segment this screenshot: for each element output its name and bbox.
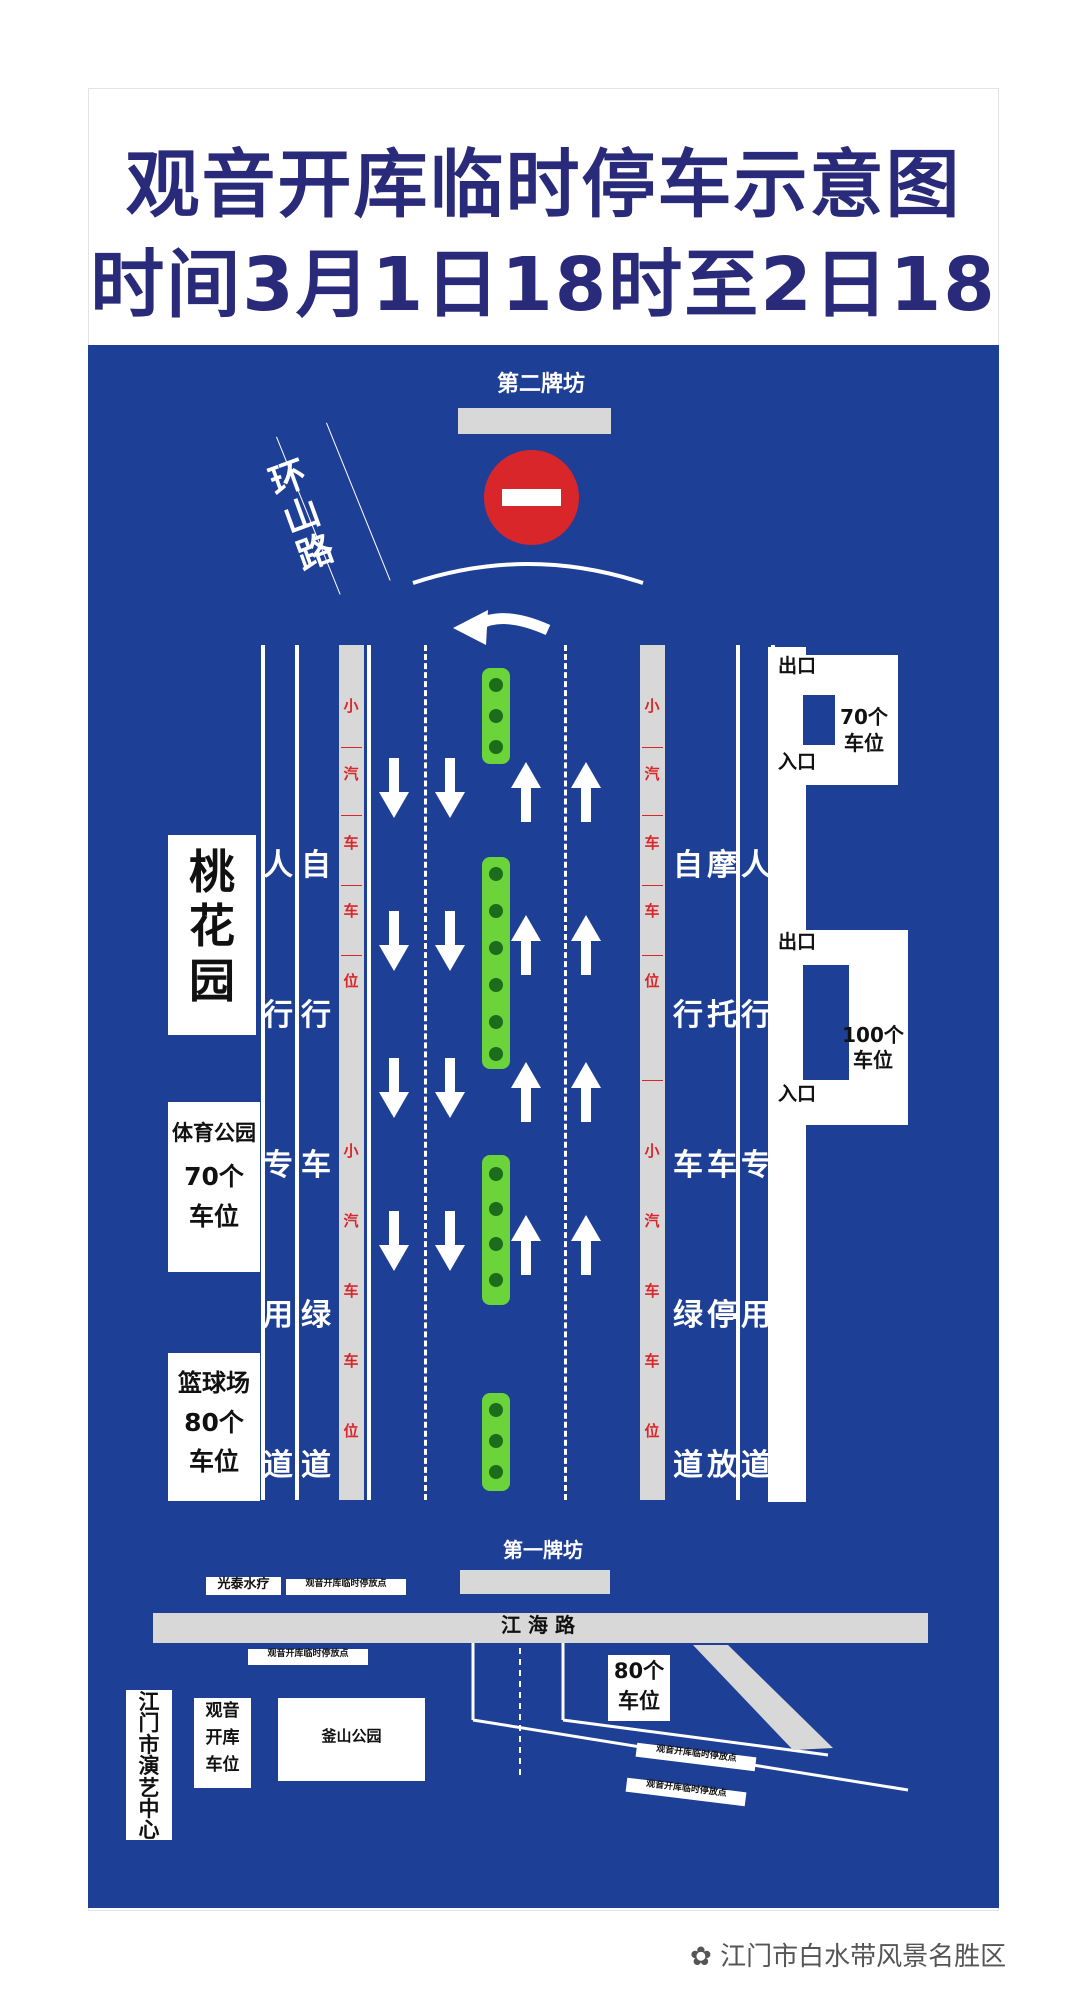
lot-80-unit: 车位 bbox=[618, 1689, 660, 1713]
no-entry-icon bbox=[484, 450, 579, 545]
arts-center-box bbox=[126, 1690, 172, 1840]
jianghai-road-label: 江 海 路 bbox=[501, 1613, 575, 1637]
traffic-island bbox=[482, 1393, 510, 1491]
lot-100-count: 100个 bbox=[842, 1023, 904, 1047]
turn-left-arrow-icon bbox=[412, 562, 644, 645]
gate2-bar bbox=[458, 408, 611, 434]
guanyin-parking-box: 观音 开库 车位 bbox=[194, 1698, 251, 1788]
guangtai-box bbox=[206, 1577, 281, 1595]
dashed-lane-line bbox=[424, 645, 427, 1500]
fushan-park-label: 釜山公园 bbox=[321, 1727, 382, 1745]
lot-70-entry: 入口 bbox=[777, 751, 816, 773]
lot-100-exit: 出口 bbox=[777, 931, 816, 953]
parking-map: 第二牌坊 环山路 小 汽 车 车 位 小 汽 车 车 位 小 汽 车 bbox=[88, 345, 999, 1908]
lot-80-count: 80个 bbox=[613, 1659, 665, 1683]
traffic-island bbox=[482, 1155, 510, 1305]
poster-title: 观音开库临时停车示意图 bbox=[125, 142, 962, 228]
lane-line bbox=[261, 645, 265, 1500]
gate1-bar bbox=[460, 1570, 610, 1594]
lot-100-unit: 车位 bbox=[853, 1048, 893, 1072]
temp-stop-label-top: 观音开库临时停放点 bbox=[305, 1579, 387, 1589]
jianghai-road bbox=[153, 1613, 928, 1643]
temp-stop-box-mid bbox=[248, 1649, 368, 1665]
arts-center-label: 江门市演艺中心 bbox=[138, 1690, 160, 1843]
fushan-park-box bbox=[278, 1698, 425, 1781]
temp-stop-label-mid: 观音开库临时停放点 bbox=[267, 1649, 349, 1659]
temp-stop-box-top bbox=[286, 1579, 406, 1595]
peach-garden-label: 桃花园 bbox=[189, 845, 235, 1008]
lot-80-box bbox=[608, 1655, 670, 1721]
sports-park-box: 体育公园 70个 车位 bbox=[168, 1102, 260, 1272]
watermark-label: ✿ 江门市白水带风景名胜区 bbox=[690, 1942, 1007, 1972]
lane-line bbox=[295, 645, 299, 1500]
lot-70-count: 70个 bbox=[840, 705, 888, 729]
lot-70-exit: 出口 bbox=[777, 655, 816, 677]
lane-line bbox=[736, 645, 740, 1500]
gate1-label: 第一牌坊 bbox=[503, 1538, 583, 1562]
traffic-island bbox=[482, 668, 510, 764]
basketball-court-box: 篮球场 80个 车位 bbox=[168, 1353, 260, 1501]
gate2-label: 第二牌坊 bbox=[496, 372, 585, 397]
dashed-lane-line bbox=[564, 645, 567, 1500]
lot-70-unit: 车位 bbox=[844, 731, 884, 755]
left-car-parking-strip bbox=[339, 645, 364, 1500]
peach-garden-box bbox=[168, 835, 256, 1035]
wechat-icon: ✿ bbox=[690, 1942, 721, 1972]
guangtai-label: 光泰水疗 bbox=[217, 1577, 270, 1592]
lane-line bbox=[367, 645, 371, 1500]
right-car-parking-strip bbox=[640, 645, 665, 1500]
lot-100-entry: 入口 bbox=[777, 1083, 816, 1105]
traffic-island bbox=[482, 857, 510, 1069]
